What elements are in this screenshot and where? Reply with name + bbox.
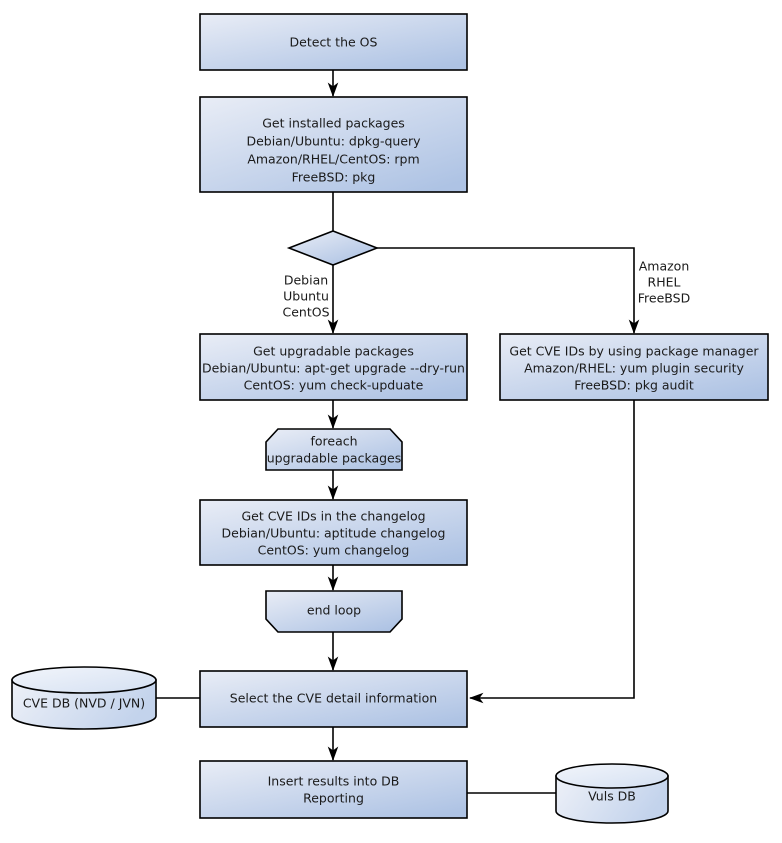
node-installed-packages-line-3: FreeBSD: pkg bbox=[292, 170, 376, 185]
node-loop-start-line-1: upgradable packages bbox=[267, 451, 402, 466]
node-loop-end[interactable]: end loop bbox=[265, 590, 403, 633]
node-cve-by-package-manager-line-2: FreeBSD: pkg audit bbox=[574, 378, 694, 393]
node-cve-in-changelog-line-1: Debian/Ubuntu: aptitude changelog bbox=[222, 526, 446, 541]
node-installed-packages-line-1: Debian/Ubuntu: dpkg-query bbox=[246, 134, 421, 149]
node-installed-packages-line-2: Amazon/RHEL/CentOS: rpm bbox=[247, 152, 419, 167]
node-loop-start[interactable]: foreach upgradable packages bbox=[265, 428, 403, 471]
connectors bbox=[155, 70, 640, 794]
node-installed-packages[interactable]: Get installed packages Debian/Ubuntu: dp… bbox=[199, 96, 468, 193]
node-cve-in-changelog[interactable]: Get CVE IDs in the changelog Debian/Ubun… bbox=[199, 499, 468, 566]
node-insert-results-line-0: Insert results into DB bbox=[268, 774, 400, 789]
node-insert-results[interactable]: Insert results into DB Reporting bbox=[199, 760, 468, 819]
node-cve-db[interactable]: CVE DB (NVD / JVN) bbox=[11, 666, 157, 730]
node-select-cve-detail-line-0: Select the CVE detail information bbox=[230, 691, 437, 706]
right-branch-line-2: FreeBSD bbox=[638, 291, 690, 306]
node-vuls-db-line-0: Vuls DB bbox=[588, 789, 636, 804]
node-detect-os-line-0: Detect the OS bbox=[290, 35, 378, 50]
left-branch-line-2: CentOS bbox=[282, 305, 329, 320]
node-cve-by-package-manager-line-1: Amazon/RHEL: yum plugin security bbox=[524, 361, 744, 376]
node-cve-in-changelog-line-2: CentOS: yum changelog bbox=[258, 543, 410, 558]
node-os-branch-decision[interactable] bbox=[286, 230, 380, 266]
node-cve-db-line-0: CVE DB (NVD / JVN) bbox=[23, 696, 145, 711]
node-loop-end-line-0: end loop bbox=[307, 603, 361, 618]
node-installed-packages-line-0: Get installed packages bbox=[262, 116, 405, 131]
node-upgradable-packages[interactable]: Get upgradable packages Debian/Ubuntu: a… bbox=[199, 333, 468, 401]
node-cve-by-package-manager-line-0: Get CVE IDs by using package manager bbox=[509, 344, 759, 359]
vuls-db-body bbox=[555, 775, 669, 824]
left-branch-line-0: Debian bbox=[284, 273, 328, 288]
node-vuls-db[interactable]: Vuls DB bbox=[555, 763, 669, 824]
edge-label-left-branch: Debian Ubuntu CentOS bbox=[282, 273, 329, 320]
node-upgradable-packages-line-0: Get upgradable packages bbox=[253, 344, 414, 359]
node-upgradable-packages-line-2: CentOS: yum check-upduate bbox=[244, 378, 424, 393]
node-cve-in-changelog-line-0: Get CVE IDs in the changelog bbox=[241, 509, 425, 524]
edge-label-right-branch: Amazon RHEL FreeBSD bbox=[638, 259, 690, 306]
left-branch-line-1: Ubuntu bbox=[283, 289, 329, 304]
node-detect-os[interactable]: Detect the OS bbox=[199, 13, 468, 71]
vuls-db-top bbox=[555, 763, 669, 789]
right-branch-line-1: RHEL bbox=[648, 275, 681, 290]
edge-decision-to-package-manager bbox=[377, 247, 640, 334]
right-branch-line-0: Amazon bbox=[639, 259, 690, 274]
node-select-cve-detail[interactable]: Select the CVE detail information bbox=[199, 670, 468, 728]
node-upgradable-packages-line-1: Debian/Ubuntu: apt-get upgrade --dry-run bbox=[202, 361, 465, 376]
node-insert-results-line-1: Reporting bbox=[303, 791, 364, 806]
edge-package-manager-to-select bbox=[469, 399, 635, 704]
cve-db-top bbox=[11, 666, 157, 694]
node-cve-by-package-manager[interactable]: Get CVE IDs by using package manager Ama… bbox=[499, 333, 769, 401]
node-loop-start-line-0: foreach bbox=[310, 434, 357, 449]
cve-db-body bbox=[11, 679, 157, 730]
